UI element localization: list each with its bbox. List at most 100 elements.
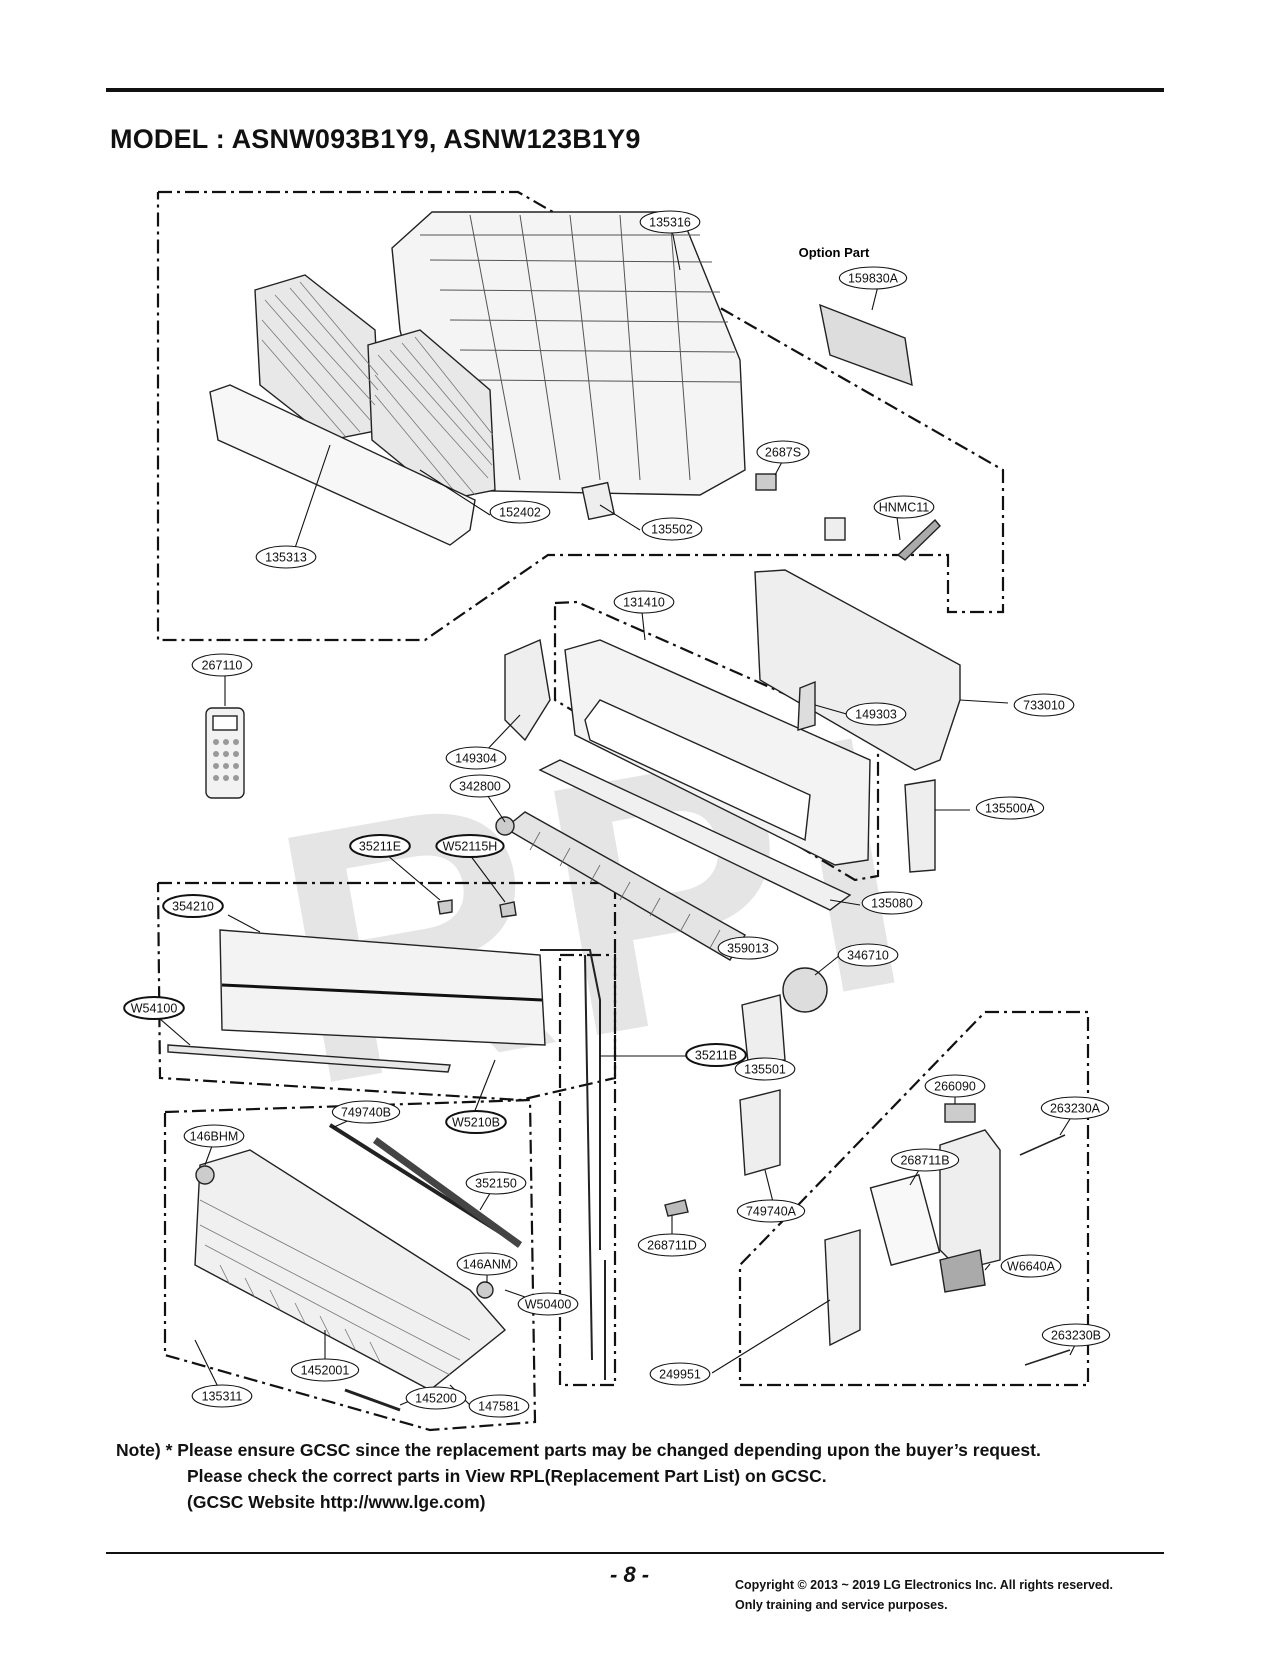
callout-bubble-352150: [465, 1171, 527, 1195]
part-266090: [944, 1103, 976, 1123]
terminal-W6640A: [939, 1249, 986, 1293]
step-motor-cable-352150: [372, 1137, 523, 1248]
part-number-145200: 145200: [415, 1392, 457, 1406]
callout-bubble-135316: [639, 210, 701, 234]
part-number-342800: 342800: [459, 780, 501, 794]
part-number-263230b: 263230B: [1051, 1329, 1101, 1343]
group-border-cabinet: [156, 190, 1005, 642]
part-number-35211b: 35211B: [695, 1049, 737, 1063]
page-number: - 8 -: [610, 1562, 650, 1587]
callout-bubble-135501: [734, 1057, 796, 1081]
group-border-louver: [163, 1098, 537, 1432]
cover-small: [824, 517, 846, 541]
crossflow-fan-housing: [584, 699, 811, 842]
option-part-unit: [819, 303, 913, 387]
part-number-266090: 266090: [934, 1080, 976, 1094]
link-145200: [344, 1388, 401, 1412]
part-number-w54100: W54100: [131, 1002, 178, 1016]
part-number-135080: 135080: [871, 897, 913, 911]
motor-146ANM: [476, 1281, 494, 1299]
part-number-149303: 149303: [855, 708, 897, 722]
part-number-268711b: 268711B: [900, 1154, 949, 1168]
part-number-135313: 135313: [265, 551, 307, 565]
motor-346710: [782, 967, 828, 1013]
group-border-control: [738, 1010, 1090, 1387]
part-number-152402: 152402: [499, 506, 541, 520]
bearing-342800: [495, 816, 515, 836]
sensor-263230A: [1019, 1134, 1066, 1156]
callout-bubble-135080: [861, 891, 923, 915]
callout-bubble-35211b: [685, 1043, 747, 1067]
group-border-chassis: [553, 600, 880, 882]
evaporator-coil: [219, 929, 546, 1046]
callout-bubble-135500a: [975, 796, 1045, 820]
front-panel: [209, 384, 476, 546]
callout-bubble-267110: [191, 653, 253, 677]
callout-bubble-149303: [845, 702, 907, 726]
part-135500A: [904, 779, 936, 873]
callout-bubble-263230a: [1040, 1096, 1110, 1120]
bracket-149304: [504, 639, 551, 742]
part-number-135500a: 135500A: [985, 802, 1036, 816]
motor-146BHM: [195, 1165, 215, 1185]
group-border-evaporator: [156, 881, 617, 1102]
callout-bubble-149304: [445, 746, 507, 770]
callout-bubble-w6640a: [1000, 1254, 1062, 1278]
purpose-text: Only training and service purposes.: [735, 1598, 948, 1612]
part-number-749740b: 749740B: [341, 1106, 391, 1120]
part-268711D: [664, 1199, 689, 1217]
control-box-249951: [824, 1229, 861, 1347]
callout-bubble-146anm: [456, 1252, 518, 1276]
callout-bubble-2687s: [756, 440, 810, 464]
part-number-hnmc11: HNMC11: [879, 501, 930, 515]
part-number-w52115h: W52115H: [443, 840, 498, 854]
callout-bubble-1452001: [290, 1358, 360, 1382]
part-number-w50400: W50400: [525, 1298, 572, 1312]
callout-bubble-159830a: [838, 266, 908, 290]
bracket-749740A: [739, 1089, 781, 1176]
callout-bubble-147581: [468, 1394, 530, 1418]
callout-bubble-w5210b: [445, 1110, 507, 1134]
callout-bubble-152402: [489, 500, 551, 524]
clip-W52115H: [499, 901, 517, 918]
callout-bubble-733010: [1013, 693, 1075, 717]
callout-bubble-342800: [449, 774, 511, 798]
part-number-146anm: 146ANM: [463, 1258, 512, 1272]
callout-bubble-749740a: [736, 1199, 806, 1223]
part-number-359013: 359013: [727, 942, 769, 956]
bracket-149303: [797, 680, 816, 731]
callout-bubble-hnmc11: [873, 495, 935, 519]
callout-bubble-w54100: [123, 996, 185, 1020]
part-number-w6640a: W6640A: [1007, 1260, 1056, 1274]
drain-pan-135080: [538, 759, 852, 911]
part-number-35211e: 35211E: [359, 840, 401, 854]
control-box-body: [939, 1129, 1001, 1271]
callout-bubble-346710: [837, 943, 899, 967]
part-number-147581: 147581: [478, 1400, 520, 1414]
note-line-1: Note) * Please ensure GCSC since the rep…: [116, 1440, 1041, 1460]
callout-bubble-249951: [649, 1362, 711, 1386]
part-number-263230a: 263230A: [1050, 1102, 1101, 1116]
part-number-249951: 249951: [659, 1368, 701, 1382]
part-number-352150: 352150: [475, 1177, 517, 1191]
part-number-1452001: 1452001: [301, 1364, 350, 1378]
part-number-267110: 267110: [202, 659, 243, 673]
motor-holder-135501: [741, 994, 786, 1063]
callout-bubble-135313: [255, 545, 317, 569]
callout-bubble-359013: [717, 936, 779, 960]
part-HNMC11: [896, 518, 941, 561]
callout-bubble-146bhm: [183, 1124, 245, 1148]
part-2687S: [755, 473, 777, 491]
part-number-135311: 135311: [202, 1390, 243, 1404]
callout-bubble-354210: [162, 894, 224, 918]
part-number-733010: 733010: [1023, 699, 1065, 713]
discharge-frame: [194, 1149, 507, 1391]
display-pcb-135502: [581, 481, 616, 521]
part-number-146bhm: 146BHM: [190, 1130, 239, 1144]
callout-bubble-131410: [613, 590, 675, 614]
callout-bubble-135311: [191, 1384, 253, 1408]
callout-bubble-263230b: [1041, 1323, 1111, 1347]
callout-bubble-135502: [641, 517, 703, 541]
installation-plate: [754, 569, 961, 771]
group-border-pipe: [558, 953, 617, 1387]
